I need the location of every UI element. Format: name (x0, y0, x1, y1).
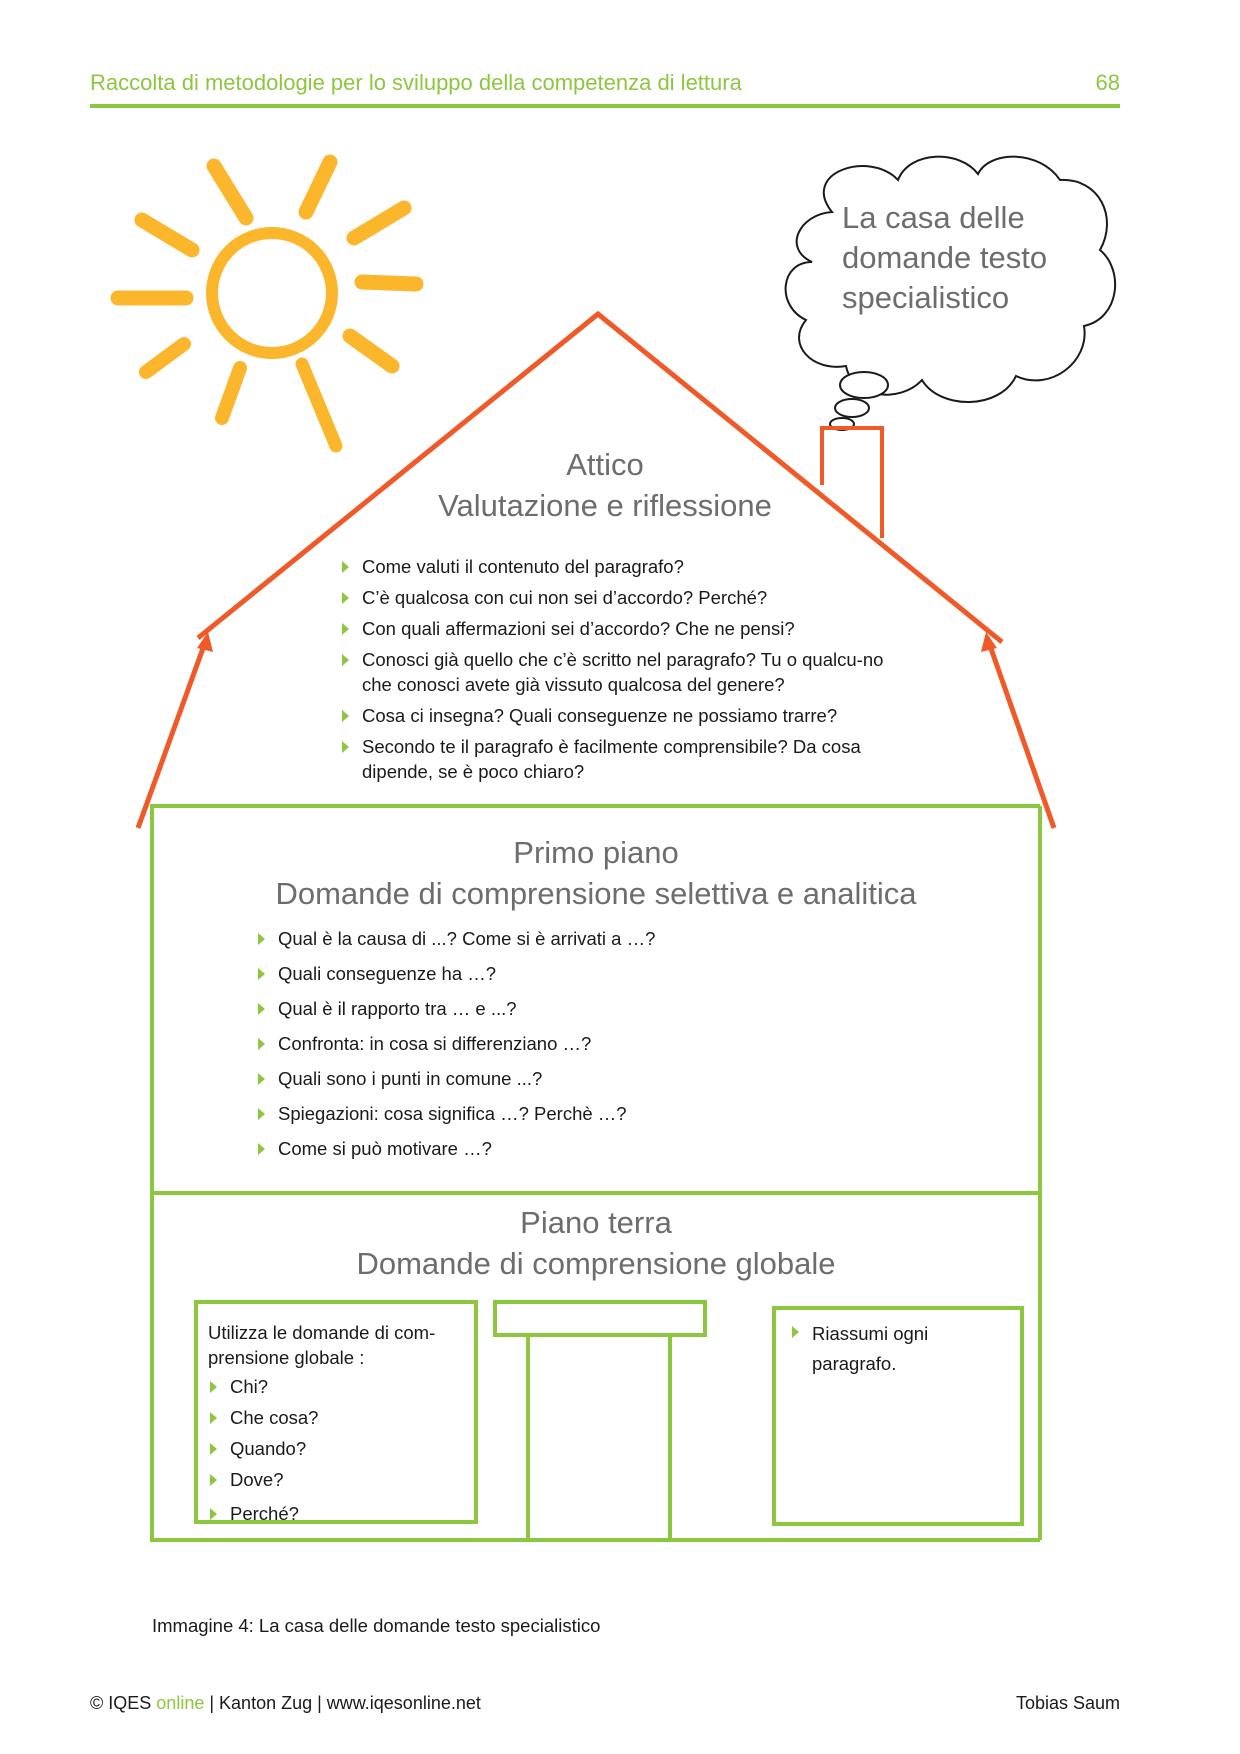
footer-left: © IQES online | Kanton Zug | www.iqesonl… (90, 1693, 481, 1714)
thought-cloud (784, 155, 1116, 431)
list-item: Cosa ci insegna? Quali conseguenze ne po… (338, 703, 918, 728)
list-item: Dove? (206, 1467, 456, 1492)
attic-heading: Attico Valutazione e riflessione (380, 444, 830, 526)
attic-question-list: Come valuti il contenuto del paragrafo? … (338, 554, 918, 784)
first-floor-subtitle: Domande di comprensione selettiva e anal… (275, 876, 917, 911)
list-item: Qual è il rapporto tra … e ...? (254, 996, 954, 1021)
header-rule (90, 104, 1120, 108)
ground-floor-heading: Piano terra Domande di comprensione glob… (152, 1202, 1040, 1284)
list-item: Che cosa? (206, 1405, 456, 1430)
figure-caption: Immagine 4: La casa delle domande testo … (152, 1615, 601, 1636)
attic-subtitle: Valutazione e riflessione (438, 488, 772, 523)
side-arrows (135, 632, 1057, 829)
footer-copyright: © IQES (90, 1693, 152, 1713)
list-item: C’è qualcosa con cui non sei d’accordo? … (338, 585, 918, 610)
first-floor-heading: Primo piano Domande di comprensione sele… (152, 832, 1040, 914)
list-item: Conosci già quello che c’è scritto nel p… (338, 647, 918, 697)
footer-author: Tobias Saum (1015, 1693, 1120, 1713)
list-item: Secondo te il paragrafo è facilmente com… (338, 734, 918, 784)
left-window-intro: Utilizza le domande di com-prensione glo… (208, 1322, 436, 1368)
list-item: Confronta: in cosa si differenziano …? (254, 1031, 954, 1056)
list-item: Qual è la causa di ...? Come si è arriva… (254, 926, 954, 951)
list-item: Quali sono i punti in comune ...? (254, 1066, 954, 1091)
list-item: Riassumi ogni paragrafo. (788, 1319, 958, 1379)
roof (196, 310, 1004, 644)
footer-links: | Kanton Zug | www.iqesonline.net (209, 1693, 481, 1713)
list-item: Quali conseguenze ha …? (254, 961, 954, 986)
list-item: Perché? (206, 1501, 456, 1526)
page-number: 68 (1095, 70, 1120, 95)
cloud-line-1: La casa delle (842, 200, 1025, 235)
first-floor-question-list: Qual è la causa di ...? Come si è arriva… (254, 926, 954, 1161)
ground-floor-subtitle: Domande di comprensione globale (356, 1246, 836, 1281)
sun-icon (110, 154, 424, 453)
chimney (820, 426, 884, 538)
first-floor-title: Primo piano (513, 835, 679, 870)
list-item: Spiegazioni: cosa significa …? Perchè …? (254, 1101, 954, 1126)
list-item: Chi? (206, 1374, 456, 1399)
cloud-title: La casa delle domande testo specialistic… (842, 198, 1102, 318)
list-item: Come valuti il contenuto del paragrafo? (338, 554, 918, 579)
list-item: Quando? (206, 1436, 456, 1461)
attic-title: Attico (566, 447, 644, 482)
left-window-question-list: Chi? Che cosa? Quando? Dove? Perché? (206, 1374, 456, 1526)
cloud-line-2: domande testo (842, 240, 1048, 275)
ground-floor-title: Piano terra (520, 1205, 672, 1240)
cloud-line-3: specialistico (842, 280, 1010, 315)
header-title: Raccolta di metodologie per lo sviluppo … (90, 70, 742, 95)
house-outline (150, 804, 1042, 1542)
right-window-list: Riassumi ogni paragrafo. (788, 1319, 958, 1379)
list-item: Come si può motivare …? (254, 1136, 954, 1161)
list-item: Con quali affermazioni sei d’accordo? Ch… (338, 616, 918, 641)
footer-brand-online: online (156, 1693, 205, 1713)
